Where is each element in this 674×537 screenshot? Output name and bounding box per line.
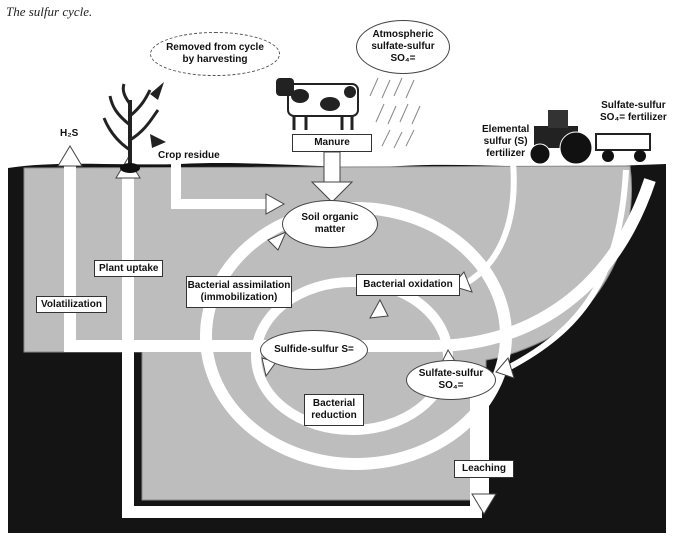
sulfate-fert-line-2: SO₄= fertilizer [600,112,667,123]
ring-arrow-ox [369,298,389,319]
volatilization-label: Volatilization [36,296,107,313]
bacterial-reduction-box: Bacterial reduction [304,394,364,426]
sulfate-fertilizer-label: Sulfate-sulfur SO₄= fertilizer [600,100,667,124]
sulfate-soil-line-2: SO₄= [438,380,464,391]
sulfate-fert-arrowhead [495,356,515,379]
h2s-arrowhead [57,145,83,167]
volatilization-band [64,160,656,352]
crop-residue-label: Crop residue [158,150,220,161]
sulfate-soil-line-1: Sulfate-sulfur [418,368,484,379]
leaching-label: Leaching [462,463,506,474]
elemental-line-3: fertilizer [486,148,526,159]
bact-red-line-1: Bacterial [312,398,356,409]
tractor-icon [529,110,651,165]
crop-residue-arrowhead [265,193,286,215]
sulfate-fert-flow [506,169,629,371]
bact-assim-line-1: Bacterial assimilation [187,280,291,291]
elemental-line-1: Elemental [482,124,530,135]
manure-arrow-shaft [323,151,341,185]
h2s-label: H₂S [60,128,79,139]
elemental-line-2: sulfur (S) [483,136,528,147]
removed-line-2: by harvesting [182,54,248,65]
atmospheric-line-2: sulfate-sulfur [371,41,435,52]
atmospheric-cloud: Atmospheric sulfate-sulfur SO₄= [356,20,450,74]
soil-organic-line-1: Soil organic [301,212,359,223]
ring-arrow-left [267,231,287,251]
bact-red-line-2: reduction [311,410,357,421]
elemental-flow [466,151,517,285]
manure-box: Manure [292,134,372,152]
manure-arrowhead [310,181,354,203]
crop-residue-flow [171,160,268,209]
atmospheric-line-1: Atmospheric [372,29,434,40]
leaching-box: Leaching [454,460,514,478]
elemental-label: Elemental sulfur (S) fertilizer [482,124,529,160]
sulfate-fert-line-1: Sulfate-sulfur [601,100,666,111]
sulfide-sulfur-oval: Sulfide-sulfur S= [260,330,368,370]
bacterial-oxidation-box: Bacterial oxidation [356,274,460,296]
cow-icon [276,78,359,130]
sulfate-sulfur-oval: Sulfate-sulfur SO₄= [406,360,496,400]
residue-arrow [150,134,166,148]
removed-line-1: Removed from cycle [166,42,264,53]
soil-organic-oval: Soil organic matter [282,200,378,248]
sulfide-label: Sulfide-sulfur S= [274,344,354,355]
rain-icon [369,77,421,149]
plant-uptake-label: Plant uptake [94,260,164,277]
diagram-title: The sulfur cycle. [6,4,93,19]
soil-organic-line-2: matter [314,224,346,235]
corn-plant-icon [102,83,160,173]
bacterial-assimilation-box: Bacterial assimilation (immobilization) [186,276,292,308]
manure-label: Manure [314,137,350,148]
atmospheric-line-3: SO₄= [390,53,416,64]
bact-assim-line-2: (immobilization) [200,292,278,303]
removed-oval: Removed from cycle by harvesting [150,32,280,76]
harvest-arrow [150,82,164,100]
bact-oxid-label: Bacterial oxidation [363,279,453,290]
leaching-arrowhead [471,493,497,515]
